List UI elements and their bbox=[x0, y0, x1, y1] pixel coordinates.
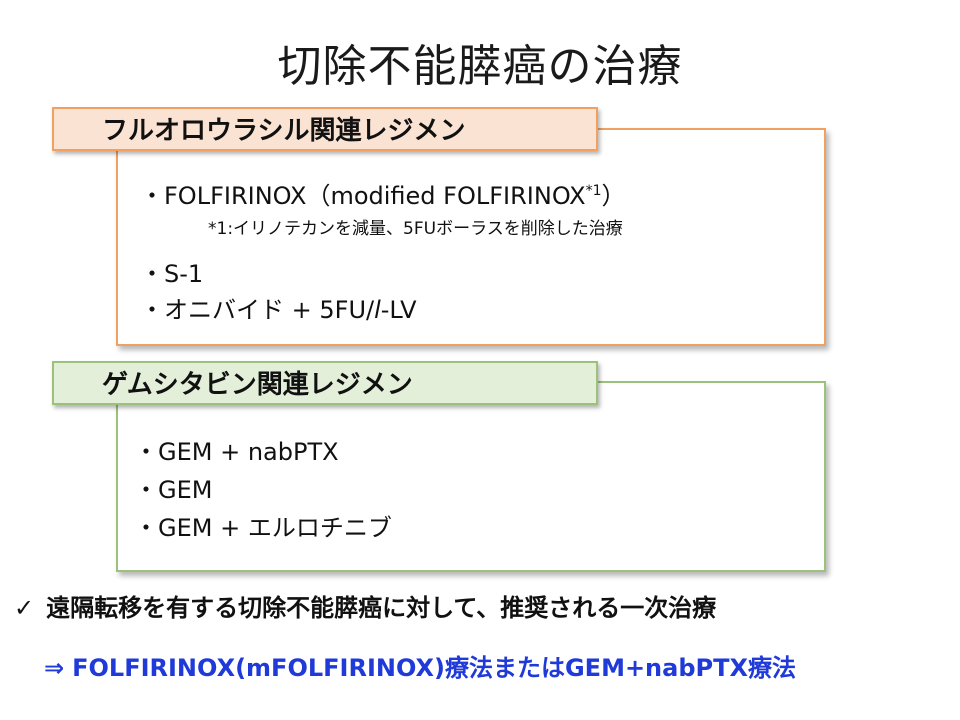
regimen-item-s1: ・S-1 bbox=[140, 260, 204, 288]
regimen-item-gem-nabptx: ・GEM + nabPTX bbox=[134, 438, 339, 466]
recommended-therapy: ⇒FOLFIRINOX(mFOLFIRINOX)療法またはGEM+nabPTX療… bbox=[44, 648, 796, 683]
page-title: 切除不能膵癌の治療 bbox=[277, 41, 683, 92]
regimen-item-onivyde-post: -LV bbox=[380, 296, 417, 324]
recommended-therapy-text: FOLFIRINOX(mFOLFIRINOX)療法またはGEM+nabPTX療法 bbox=[72, 654, 796, 682]
regimen-item-onivyde: ・オニバイド + 5FU/l-LV bbox=[140, 290, 417, 325]
gemcitabine-regimen-header: ゲムシタビン関連レジメン bbox=[52, 361, 598, 405]
regimen-item-folfirinox: ・FOLFIRINOX（modified FOLFIRINOX*1） bbox=[140, 176, 626, 211]
conclusion-text: 遠隔転移を有する切除不能膵癌に対して、推奨される一次治療 bbox=[46, 594, 717, 622]
regimen-item-onivyde-pre: ・オニバイド + 5FU/ bbox=[140, 296, 375, 324]
regimen-item-onivyde-italic: l bbox=[374, 296, 381, 324]
regimen-item-gem-erlotinib: ・GEM + エルロチニブ bbox=[134, 514, 392, 542]
footnote-text: *1:イリノテカンを減量、5FUボーラスを削除した治療 bbox=[208, 219, 623, 239]
fluorouracil-regimen-header: フルオロウラシル関連レジメン bbox=[52, 107, 598, 151]
check-icon: ✓ bbox=[14, 594, 35, 622]
fluorouracil-regimen-box bbox=[116, 128, 826, 346]
gemcitabine-regimen-box bbox=[116, 381, 826, 572]
regimen-item-folfirinox-tail: ） bbox=[601, 182, 626, 210]
arrow-right-icon: ⇒ bbox=[44, 654, 65, 682]
footnote-marker: *1 bbox=[585, 183, 602, 199]
conclusion: ✓ 遠隔転移を有する切除不能膵癌に対して、推奨される一次治療 bbox=[14, 588, 716, 623]
regimen-item-folfirinox-text: ・FOLFIRINOX（modified FOLFIRINOX bbox=[140, 182, 586, 210]
regimen-item-gem: ・GEM bbox=[134, 476, 213, 504]
